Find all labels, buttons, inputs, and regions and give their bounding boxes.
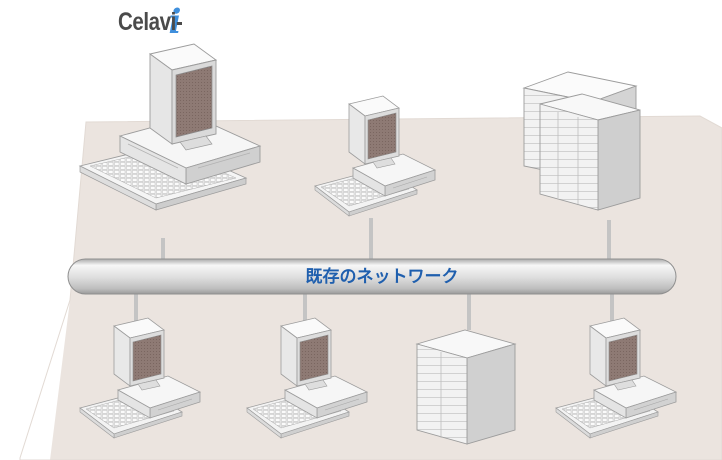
network-bus (67, 258, 677, 295)
floor-plane-edge (19, 115, 722, 460)
rack-server-icon (416, 329, 516, 445)
brand-logo: Celavi- i (118, 2, 183, 44)
brand-mark: i (168, 2, 182, 42)
tower-server-icon (523, 71, 641, 211)
network-label: 既存のネットワーク (306, 266, 459, 287)
brand-name: Celavi- (118, 8, 183, 36)
